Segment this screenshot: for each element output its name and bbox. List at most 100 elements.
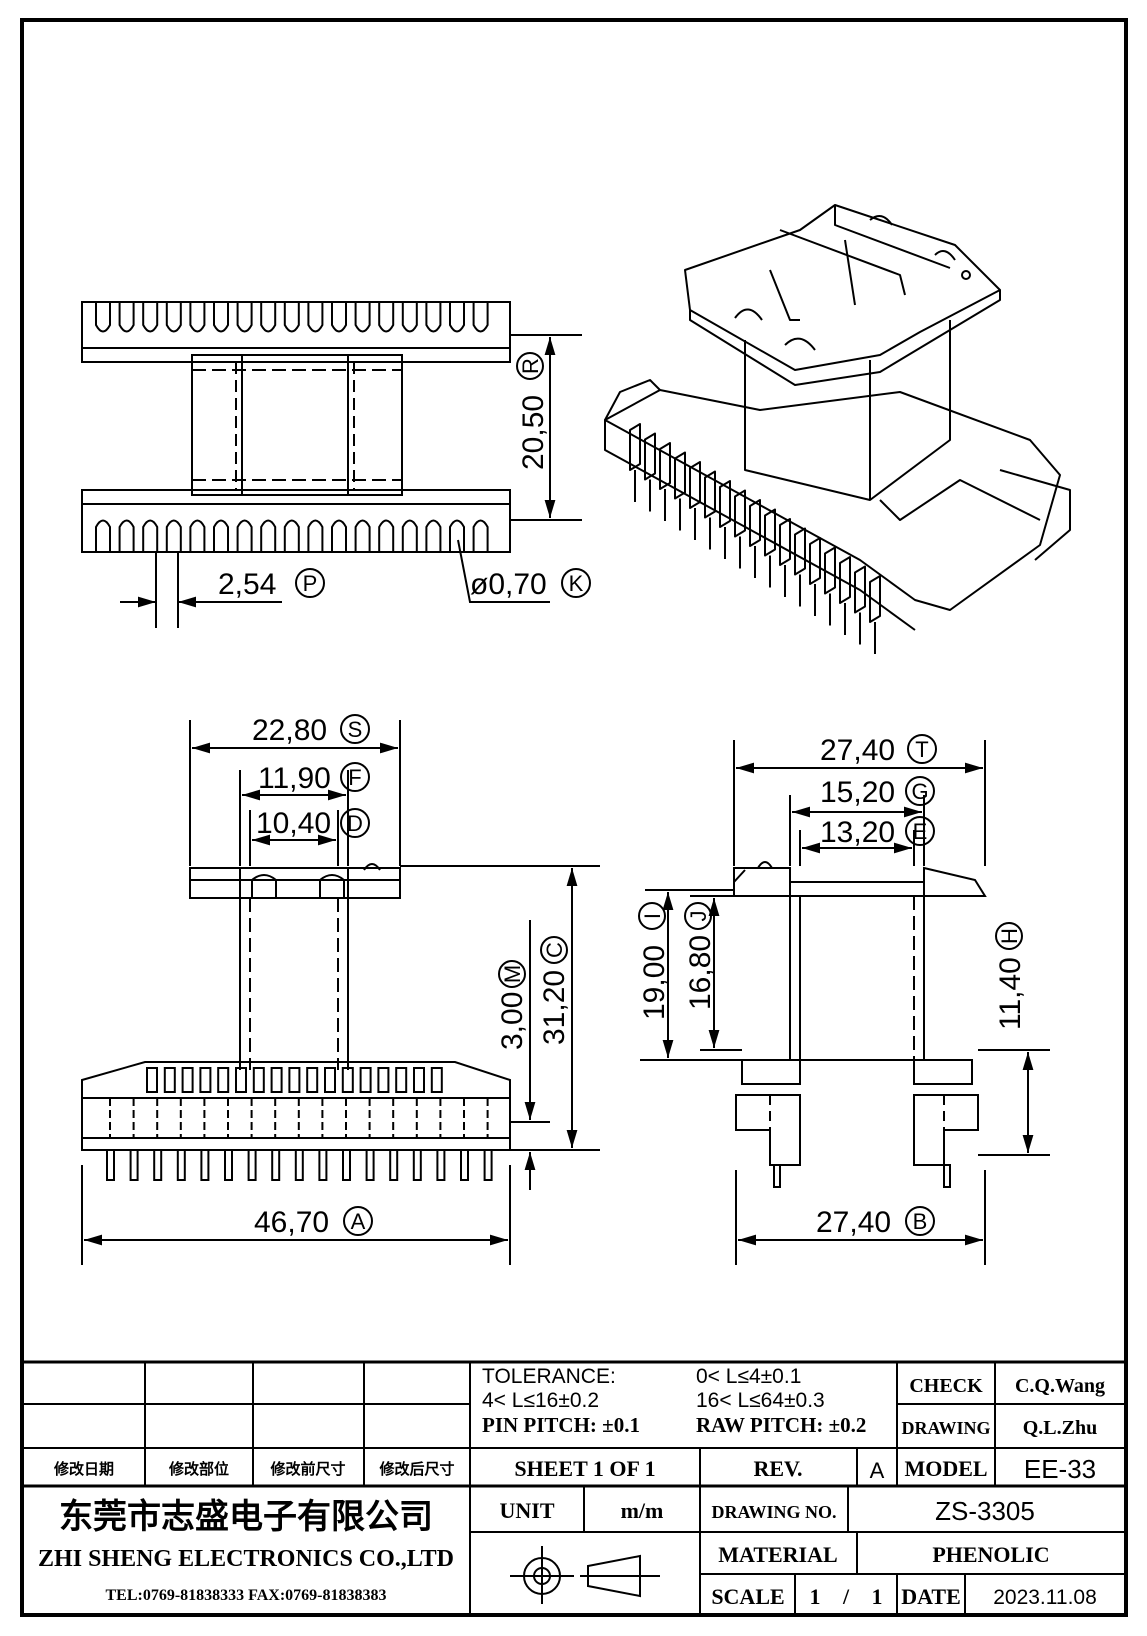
- top-view-slot: [331, 519, 347, 552]
- front-view-pin: [342, 1149, 351, 1181]
- rev-header-part: 修改部位: [168, 1460, 229, 1478]
- isometric-pin-block: [629, 423, 641, 471]
- front-view-slot: [377, 1067, 390, 1093]
- front-view-pin: [436, 1149, 446, 1181]
- dim-letter-f: F: [348, 765, 361, 790]
- isometric-pin-block: [779, 518, 791, 566]
- top-view-slot: [165, 519, 182, 552]
- drawing-no-value: ZS-3305: [935, 1496, 1035, 1526]
- tolerance-range-3: 16< L≤64±0.3: [696, 1389, 825, 1412]
- isometric-pin-block: [869, 575, 881, 623]
- top-view-slot: [378, 302, 395, 333]
- top-view-slot: [95, 302, 111, 333]
- isometric-pin-block: [674, 451, 686, 500]
- date-value: 2023.11.08: [993, 1586, 1097, 1609]
- dim-letter-s: S: [348, 717, 363, 742]
- front-view-slot: [359, 1067, 372, 1093]
- top-view-slot: [236, 302, 253, 333]
- dim-value-e: 13,20: [820, 816, 895, 849]
- top-view-slot: [449, 519, 465, 552]
- top-view-slot: [260, 519, 277, 552]
- dim-letter-r: R: [518, 358, 543, 374]
- isometric-pin-block: [854, 565, 866, 614]
- title-block-grid: [22, 1362, 1126, 1615]
- dim-value-p: 2,54: [218, 568, 276, 601]
- isometric-pin-block: [689, 461, 701, 509]
- front-view-pin: [224, 1149, 233, 1181]
- top-view-slot: [142, 519, 159, 552]
- front-view-slot: [413, 1067, 425, 1093]
- top-view-slot: [142, 302, 159, 333]
- dim-value-r: 20,50: [517, 395, 550, 470]
- front-view-pin: [200, 1149, 210, 1181]
- drawing-value: Q.L.Zhu: [1023, 1417, 1097, 1439]
- top-view-slot: [165, 302, 182, 333]
- front-view-pin: [389, 1149, 399, 1181]
- rev-header-before: 修改前尺寸: [269, 1460, 345, 1478]
- company-name-en: ZHI SHENG ELECTRONICS CO.,LTD: [38, 1546, 454, 1572]
- front-view-slot: [146, 1067, 158, 1093]
- dim-letter-c: C: [542, 942, 567, 958]
- dim-letter-b: B: [913, 1209, 928, 1234]
- front-view-pin: [412, 1149, 422, 1181]
- pin-pitch: PIN PITCH: ±0.1: [482, 1413, 640, 1437]
- top-view-slot: [307, 519, 324, 552]
- top-view-slot: [260, 302, 277, 333]
- front-view-slot: [341, 1067, 354, 1093]
- dim-letter-h: H: [997, 928, 1022, 944]
- front-view-slot: [235, 1067, 247, 1093]
- front-view-slot: [270, 1067, 283, 1093]
- front-view-slot: [217, 1067, 230, 1093]
- model-value: EE-33: [1024, 1454, 1096, 1484]
- dim-value-m: 3,00: [496, 992, 529, 1050]
- scale-label: SCALE: [711, 1584, 784, 1609]
- upper-slots: [95, 302, 489, 333]
- front-view-slot: [324, 1067, 336, 1093]
- company-name-cn: 东莞市志盛电子有限公司: [59, 1497, 433, 1537]
- drawing-no-label: DRAWING NO.: [711, 1502, 836, 1522]
- sheet-text: SHEET 1 OF 1: [514, 1456, 655, 1481]
- scale-separator: /: [842, 1584, 850, 1609]
- side-view: [640, 740, 1050, 1265]
- top-view-slot: [425, 519, 442, 552]
- dim-value-i: 19,00: [638, 945, 671, 1020]
- front-view-pin: [176, 1149, 186, 1181]
- top-view-slot: [236, 519, 253, 552]
- projection-symbol: [510, 1546, 660, 1604]
- top-view-slot: [425, 302, 442, 333]
- dim-value-k: ø0,70: [470, 568, 547, 601]
- dim-letter-a: A: [351, 1209, 366, 1234]
- top-view-slot: [472, 302, 489, 333]
- top-view-slot: [331, 302, 347, 333]
- front-view-pin: [294, 1149, 304, 1181]
- tolerance-range-2: 4< L≤16±0.2: [482, 1389, 599, 1412]
- top-view-slot: [283, 519, 300, 552]
- rev-header-after: 修改后尺寸: [378, 1460, 454, 1478]
- dim-value-h: 11,40: [994, 957, 1027, 1030]
- rev-label: REV.: [753, 1456, 802, 1481]
- dim-letter-d: D: [347, 811, 363, 836]
- dim-letter-i: I: [640, 913, 665, 919]
- top-view-slot: [472, 519, 489, 552]
- isometric-pin-block: [659, 442, 671, 490]
- dim-letter-m: M: [500, 965, 525, 983]
- upper-flange: [81, 301, 511, 363]
- top-view-slot: [354, 519, 371, 552]
- material-label: MATERIAL: [718, 1542, 837, 1567]
- top-view-slot: [95, 519, 111, 552]
- lower-flange: [81, 489, 511, 553]
- isometric-pin-block: [839, 556, 851, 604]
- front-view-pin: [318, 1149, 328, 1181]
- dim-letter-j: J: [686, 911, 711, 922]
- top-view-slot: [189, 519, 206, 552]
- top-view-slot: [307, 302, 324, 333]
- isometric-pin-block: [734, 489, 746, 538]
- front-view-slot: [288, 1067, 301, 1093]
- top-view-slot: [401, 302, 418, 333]
- dim-value-f: 11,90: [258, 762, 331, 795]
- top-view-slot: [189, 302, 206, 333]
- top-view-slot: [283, 302, 300, 333]
- outer-frame: [20, 18, 1128, 1617]
- dim-letter-t: T: [915, 737, 928, 762]
- top-view-slot: [118, 519, 135, 552]
